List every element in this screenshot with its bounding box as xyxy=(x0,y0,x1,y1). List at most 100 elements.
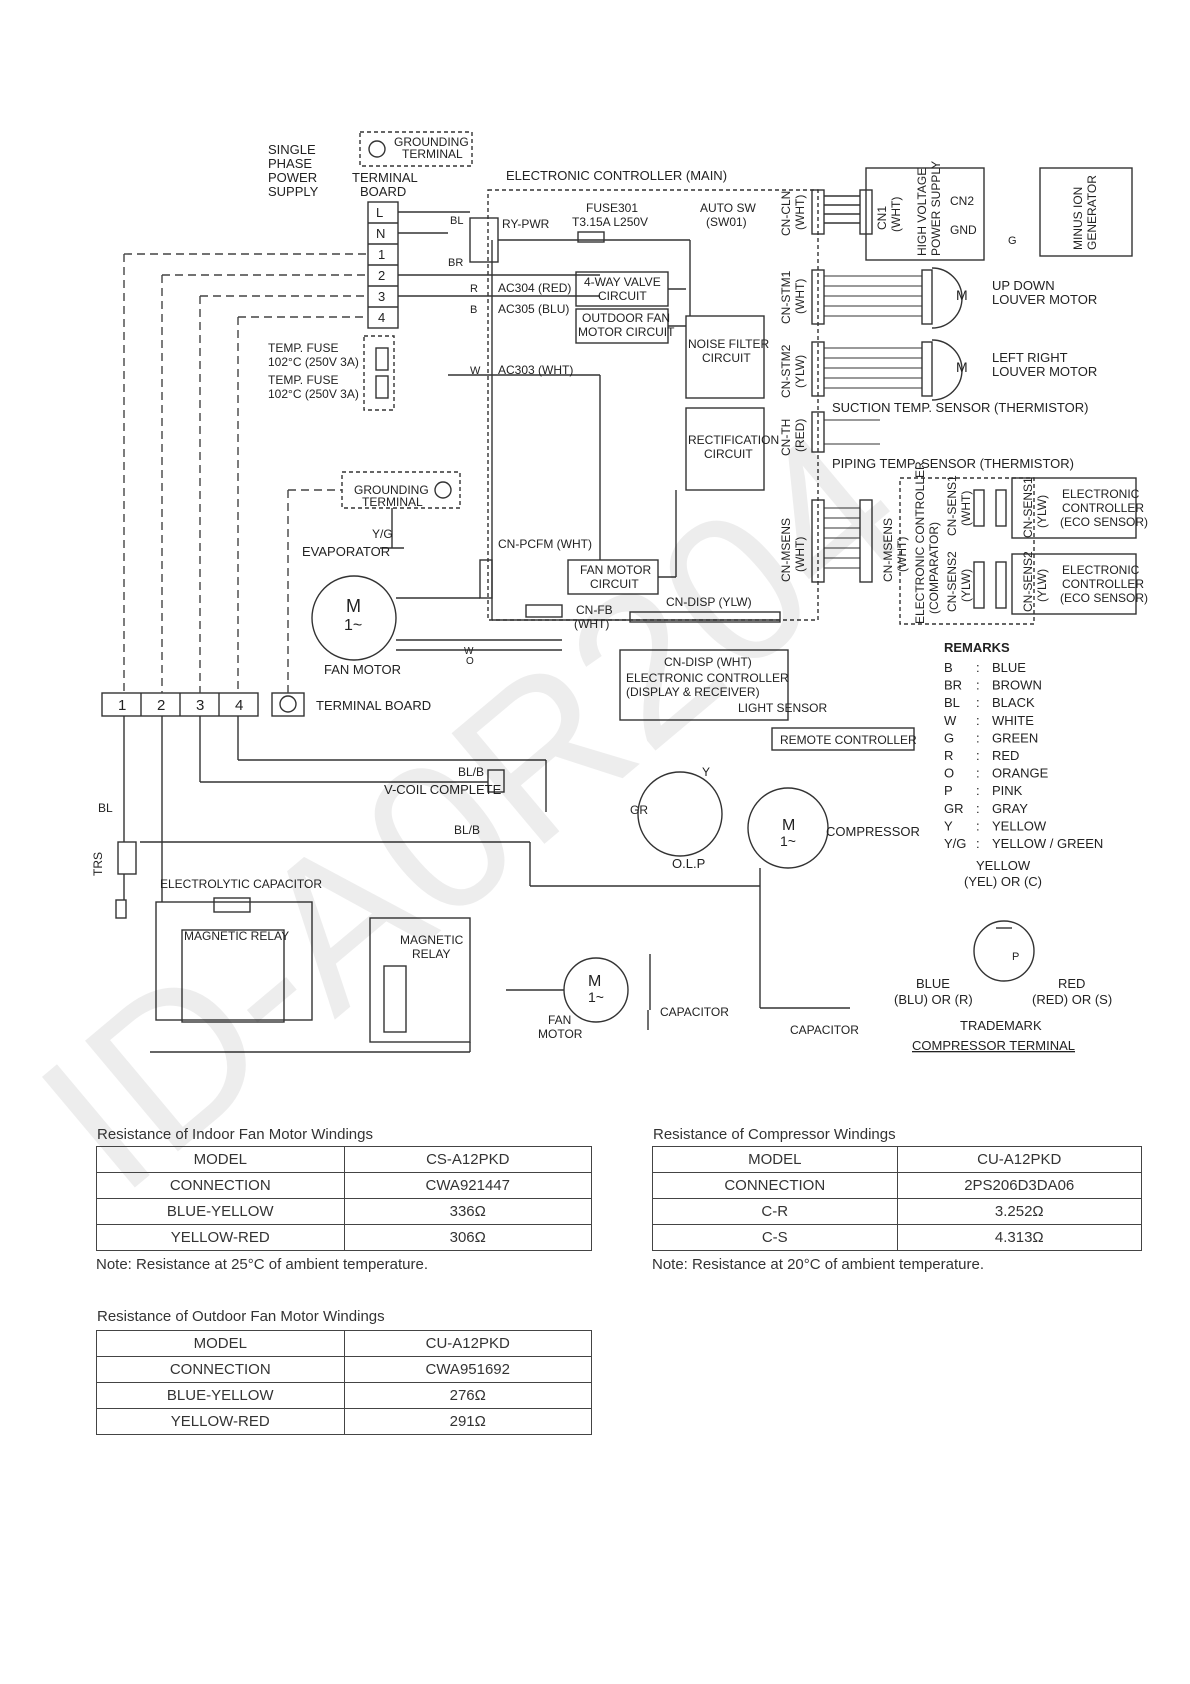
remarks-color: PINK xyxy=(992,783,1023,798)
auto-sw-id: (SW01) xyxy=(706,215,747,229)
terminal-2: 2 xyxy=(378,268,385,283)
noise-filter-label-1: NOISE FILTER xyxy=(688,337,769,351)
eco2-label-2: CONTROLLER xyxy=(1062,577,1144,591)
indoor-fan-motor-phase: 1~ xyxy=(344,617,362,634)
table-cell-label: MODEL xyxy=(96,1330,345,1357)
cn-th-label-1: CN-TH xyxy=(779,419,793,456)
wire-label-b: B xyxy=(470,304,477,316)
top-grounding-label-1: GROUNDING xyxy=(394,135,469,149)
ac305-label: AC305 (BLU) xyxy=(498,302,569,316)
wire-label-y: Y xyxy=(702,765,710,779)
compressor-capacitor-label: CAPACITOR xyxy=(790,1023,859,1037)
eco1-label-2: CONTROLLER xyxy=(1062,501,1144,515)
magnetic-relay2-label-2: RELAY xyxy=(412,947,450,961)
remarks-title: REMARKS xyxy=(944,640,1010,655)
cn-sens2b-label-1: CN-SENS2 xyxy=(1021,551,1035,612)
table-cell-value: 3.252Ω xyxy=(896,1198,1142,1225)
wire-label-w: W xyxy=(470,365,481,377)
remarks-color: ORANGE xyxy=(992,766,1049,781)
terminal-3: 3 xyxy=(378,289,385,304)
yg-label: Y/G xyxy=(372,527,393,541)
wire-label-w2: W xyxy=(464,646,474,657)
indoor-grounding-label-2: TERMINAL xyxy=(362,495,423,509)
remarks-color: RED xyxy=(992,748,1019,763)
comp-yellow-label: YELLOW xyxy=(976,858,1031,873)
outdoor-table-title: Resistance of Outdoor Fan Motor Windings xyxy=(97,1308,385,1325)
fuse-rating: T3.15A L250V xyxy=(572,215,648,229)
fan-motor-circuit-label-1: FAN MOTOR xyxy=(580,563,651,577)
remarks-colon: : xyxy=(976,766,980,781)
remarks-colon: : xyxy=(976,678,980,693)
cn-msens-comp-label-1: CN-MSENS xyxy=(881,518,895,582)
rectification-label-2: CIRCUIT xyxy=(704,447,753,461)
remarks-code: B xyxy=(944,660,953,675)
remarks-code: W xyxy=(944,713,957,728)
wire-label-g: G xyxy=(1008,235,1017,247)
left-right-motor-m: M xyxy=(956,359,968,375)
remarks-color: BLUE xyxy=(992,660,1026,675)
cn-stm1-label-1: CN-STM1 xyxy=(779,270,793,324)
cn-pcfm-label: CN-PCFM (WHT) xyxy=(498,537,592,551)
remarks-code: BR xyxy=(944,678,962,693)
cn-sens1-label-2: (WHT) xyxy=(959,491,973,526)
hv-supply-label-2: POWER SUPPLY xyxy=(929,161,943,256)
comp-blue-label: BLUE xyxy=(916,976,950,991)
remarks-code: G xyxy=(944,730,954,745)
cn-msens-comp-label-2: (WHT) xyxy=(895,537,909,572)
table-cell-label: CONNECTION xyxy=(652,1172,898,1199)
bottom-terminal-2: 2 xyxy=(157,697,165,714)
ac304-label: AC304 (RED) xyxy=(498,281,571,295)
compressor-table-note: Note: Resistance at 20°C of ambient temp… xyxy=(652,1256,984,1273)
comp-trademark-label: TRADEMARK xyxy=(960,1018,1042,1033)
remarks-color: GRAY xyxy=(992,801,1028,816)
evaporator-label: EVAPORATOR xyxy=(302,544,390,559)
single-phase-label-3: POWER xyxy=(268,170,317,185)
cn-sens1-label-1: CN-SENS1 xyxy=(945,475,959,536)
table-cell-label: YELLOW-RED xyxy=(96,1224,345,1251)
cn-fb-label-1: CN-FB xyxy=(576,603,613,617)
terminal-4: 4 xyxy=(378,310,385,325)
terminal-board-label-2: BOARD xyxy=(360,184,406,199)
table-cell-label: C-S xyxy=(652,1224,898,1251)
single-phase-label-2: PHASE xyxy=(268,156,312,171)
temp-fuse-label-2: 102°C (250V 3A) xyxy=(268,355,359,369)
remarks-colon: : xyxy=(976,818,980,833)
noise-filter-label-2: CIRCUIT xyxy=(702,351,751,365)
fan-capacitor-label: CAPACITOR xyxy=(660,1005,729,1019)
left-right-louver-label-2: LOUVER MOTOR xyxy=(992,364,1097,379)
cn-sens2b-label-2: (YLW) xyxy=(1035,569,1049,602)
remarks-code: GR xyxy=(944,801,964,816)
table-cell-value: 291Ω xyxy=(343,1408,592,1435)
light-sensor-label: LIGHT SENSOR xyxy=(738,701,827,715)
compressor-label: COMPRESSOR xyxy=(826,824,920,839)
wire-label-blb2: BL/B xyxy=(454,823,480,837)
indoor-table-title: Resistance of Indoor Fan Motor Windings xyxy=(97,1126,373,1143)
cn-th-label-2: (RED) xyxy=(793,419,807,452)
bottom-terminal-4: 4 xyxy=(235,697,243,714)
remarks-code: R xyxy=(944,748,953,763)
compressor-phase: 1~ xyxy=(780,833,796,849)
temp-fuse-label-1: TEMP. FUSE xyxy=(268,341,338,355)
eco2-label-3: (ECO SENSOR) xyxy=(1060,591,1148,605)
rectification-label-1: RECTIFICATION xyxy=(688,433,779,447)
cn-disp-wht-label: CN-DISP (WHT) xyxy=(664,655,752,669)
bottom-terminal-1: 1 xyxy=(118,697,126,714)
remarks-color: WHITE xyxy=(992,713,1034,728)
remarks-code: O xyxy=(944,766,954,781)
comparator-label-1: ELECTRONIC CONTROLLER xyxy=(913,461,927,624)
remarks-colon: : xyxy=(976,660,980,675)
remarks-colon: : xyxy=(976,836,980,851)
temp-fuse-label-4: 102°C (250V 3A) xyxy=(268,387,359,401)
remarks-code: P xyxy=(944,783,953,798)
display-controller-sub: (DISPLAY & RECEIVER) xyxy=(626,685,760,699)
table-cell-value: 276Ω xyxy=(343,1382,592,1409)
bottom-terminal-3: 3 xyxy=(196,697,204,714)
